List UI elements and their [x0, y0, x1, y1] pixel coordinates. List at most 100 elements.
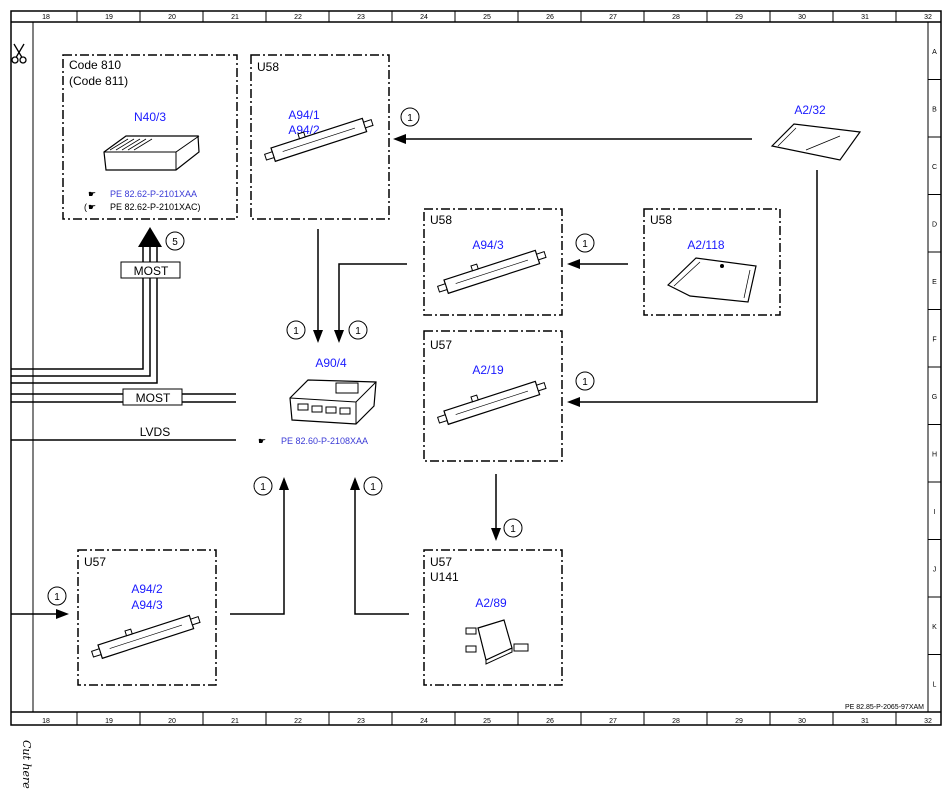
row-letter: G: [932, 394, 937, 401]
marker-1: 1: [286, 320, 306, 340]
row-letter: H: [932, 451, 937, 458]
svg-text:1: 1: [293, 326, 299, 337]
group-u58-label: U58: [430, 213, 452, 227]
column-number: 24: [420, 718, 428, 725]
column-number: 32: [924, 14, 932, 21]
row-letter: L: [933, 681, 937, 688]
svg-text:1: 1: [582, 239, 588, 250]
box-a2-19[interactable]: U57 A2/19: [423, 330, 563, 462]
box-a94-2-a94-3[interactable]: U57 A94/2 A94/3: [77, 549, 217, 686]
box-a94-1-a94-2[interactable]: U58 A94/1 A94/2: [250, 54, 390, 220]
svg-text:1: 1: [370, 482, 376, 493]
column-number: 25: [483, 14, 491, 21]
a2-89-label: A2/89: [475, 596, 507, 610]
column-number: 22: [294, 14, 302, 21]
svg-text:1: 1: [355, 326, 361, 337]
column-number: 28: [672, 718, 680, 725]
box-a2-89[interactable]: U57 U141 A2/89: [423, 549, 563, 686]
ref-link-2101xaa[interactable]: PE 82.62-P-2101XAA: [110, 189, 197, 199]
group-u58-label: U58: [257, 60, 279, 74]
hand-pointer-icon: ☛: [258, 436, 266, 446]
most-bus-label: MOST: [136, 391, 171, 405]
box-a94-3[interactable]: U58 A94/3: [423, 208, 563, 316]
box-n40-3[interactable]: Code 810 (Code 811) N40/3 ☛ PE 82.62-P-2…: [62, 54, 238, 220]
a94-1-label: A94/1: [288, 108, 320, 122]
component-a2-32[interactable]: A2/32: [770, 103, 862, 161]
column-number: 19: [105, 14, 113, 21]
control-unit-icon: [103, 135, 200, 171]
marker-1: 1: [47, 586, 67, 606]
column-number: 31: [861, 718, 869, 725]
group-u58-label: U58: [650, 213, 672, 227]
group-u57-label: U57: [430, 338, 452, 352]
antenna-module-icon: [90, 614, 201, 660]
svg-text:1: 1: [407, 113, 413, 124]
window-antenna-icon: [770, 123, 862, 161]
marker-5: 5: [165, 231, 185, 251]
connections: [11, 134, 818, 619]
row-letter: C: [932, 164, 937, 171]
most-bus-label: MOST: [134, 264, 169, 278]
row-letter: I: [934, 509, 936, 516]
box-a2-118[interactable]: U58 A2/118: [643, 208, 781, 316]
a90-4-label: A90/4: [315, 356, 347, 370]
row-letter: F: [932, 336, 936, 343]
ref-paren: (: [84, 202, 87, 212]
frame: 1818191920202121222223232424252526262727…: [10, 10, 942, 726]
column-number: 18: [42, 718, 50, 725]
a94-2-label: A94/2: [288, 123, 320, 137]
group-u141-label: U141: [430, 570, 459, 584]
document-reference: PE 82.85-P-2065-97XAM: [845, 704, 924, 711]
hand-pointer-icon: ☛: [88, 202, 96, 212]
ref-link-2101xac[interactable]: PE 82.62-P-2101XAC): [110, 202, 201, 212]
column-number: 19: [105, 718, 113, 725]
column-number: 26: [546, 14, 554, 21]
marker-1: 1: [348, 320, 368, 340]
ref-link-2108xaa[interactable]: PE 82.60-P-2108XAA: [281, 436, 368, 446]
row-letter: B: [932, 106, 937, 113]
a94-2-label: A94/2: [131, 582, 163, 596]
group-u57-label: U57: [84, 555, 106, 569]
column-number: 20: [168, 718, 176, 725]
svg-text:1: 1: [54, 592, 60, 603]
scissors-icon: [11, 43, 27, 64]
column-number: 23: [357, 14, 365, 21]
column-number: 29: [735, 14, 743, 21]
column-number: 22: [294, 718, 302, 725]
antenna-module-icon: [436, 249, 547, 295]
group-u57-label: U57: [430, 555, 452, 569]
bus-labels: MOST MOST LVDS: [120, 261, 183, 439]
antenna-module-icon: [436, 380, 547, 426]
column-number: 25: [483, 718, 491, 725]
marker-1: 1: [363, 476, 383, 496]
marker-1: 1: [400, 107, 420, 127]
tuner-unit-icon: [289, 379, 377, 425]
markers: 1 5 1 1 1 1 1 1 1 1: [47, 107, 595, 606]
code-810-label: Code 810: [69, 58, 121, 72]
svg-text:1: 1: [582, 377, 588, 388]
marker-1: 1: [503, 518, 523, 538]
column-number: 21: [231, 14, 239, 21]
column-number: 32: [924, 718, 932, 725]
column-number: 27: [609, 14, 617, 21]
a94-3-label: A94/3: [131, 598, 163, 612]
component-a90-4[interactable]: A90/4 ☛ PE 82.60-P-2108XAA: [258, 356, 377, 446]
column-number: 26: [546, 718, 554, 725]
row-letter: E: [932, 279, 937, 286]
column-number: 30: [798, 718, 806, 725]
column-number: 18: [42, 14, 50, 21]
column-number: 24: [420, 14, 428, 21]
cut-here-label: Cut here: [20, 740, 33, 789]
row-letter: D: [932, 221, 937, 228]
row-letter: K: [932, 624, 937, 631]
svg-text:1: 1: [510, 524, 516, 535]
row-letter: J: [933, 566, 937, 573]
column-ruler: 1818191920202121222223232424252526262727…: [42, 11, 932, 725]
svg-text:5: 5: [172, 237, 178, 248]
a2-118-label: A2/118: [687, 238, 724, 252]
column-number: 31: [861, 14, 869, 21]
n40-3-label: N40/3: [134, 110, 166, 124]
column-number: 21: [231, 718, 239, 725]
